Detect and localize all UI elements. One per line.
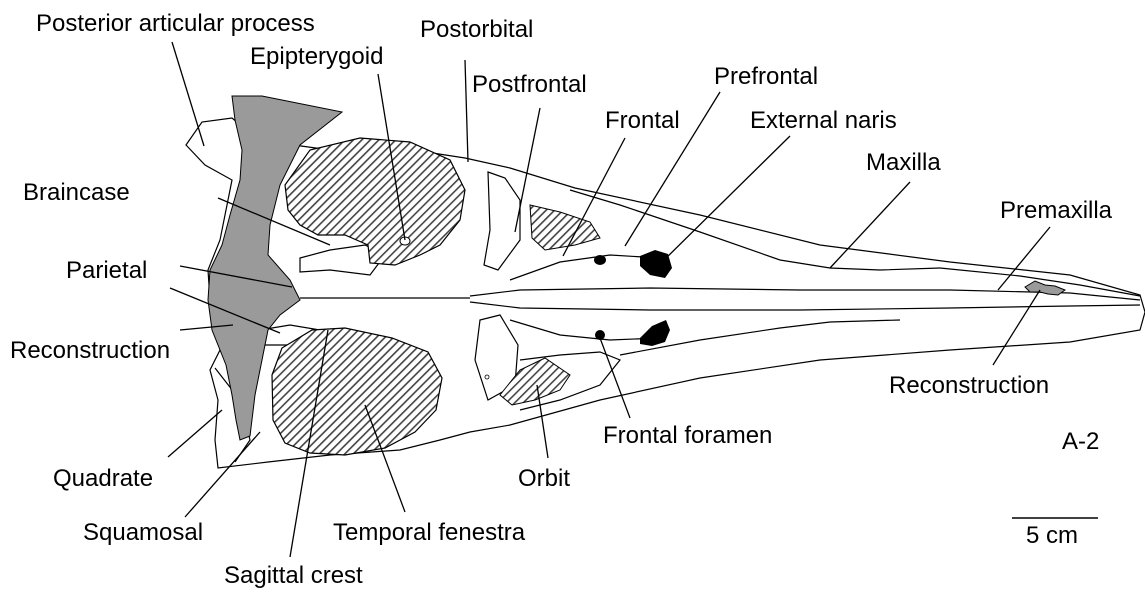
label-maxilla: Maxilla	[866, 149, 941, 176]
label-posterior-articular-process: Posterior articular process	[36, 10, 315, 37]
label-epipterygoid: Epipterygoid	[250, 43, 383, 70]
leader-posterior-articular	[172, 42, 204, 146]
leader-squamosal	[185, 432, 260, 517]
label-external-naris: External naris	[750, 107, 897, 134]
external-naris-upper	[640, 250, 672, 278]
label-orbit: Orbit	[518, 465, 570, 492]
reconstruction-premaxilla-fragment	[1025, 281, 1065, 295]
leader-quadrate	[168, 410, 222, 457]
label-frontal-foramen: Frontal foramen	[603, 422, 772, 449]
label-reconstruction-left: Reconstruction	[10, 337, 170, 364]
labels: Posterior articular process Postorbital …	[10, 10, 1113, 589]
panel-id: A-2	[1062, 428, 1099, 455]
label-frontal: Frontal	[605, 107, 680, 134]
label-parietal: Parietal	[66, 257, 147, 284]
orbit-hatch-lower	[500, 358, 570, 405]
label-braincase: Braincase	[23, 179, 130, 206]
external-naris-lower	[640, 320, 670, 346]
label-premaxilla: Premaxilla	[1000, 197, 1113, 224]
label-postfrontal: Postfrontal	[472, 71, 587, 98]
scale-bar-label: 5 cm	[1026, 522, 1078, 549]
leader-reconstruction-right	[993, 290, 1040, 365]
label-reconstruction-right: Reconstruction	[889, 372, 1049, 399]
leader-premaxilla	[998, 227, 1050, 290]
temporal-fenestra-upper	[285, 138, 465, 265]
label-sagittal-crest: Sagittal crest	[224, 562, 363, 589]
label-quadrate: Quadrate	[53, 465, 153, 492]
orbit-hatch-upper	[530, 205, 600, 250]
leader-external-naris	[660, 136, 790, 264]
small-foramen-lower	[485, 375, 489, 379]
leader-postorbital	[465, 60, 468, 162]
label-postorbital: Postorbital	[420, 16, 533, 43]
frontal-foramen-upper	[594, 255, 606, 265]
leader-frontal-foramen	[600, 338, 630, 418]
label-prefrontal: Prefrontal	[714, 63, 818, 90]
label-squamosal: Squamosal	[83, 519, 203, 546]
temporal-fenestra-lower	[272, 328, 442, 455]
temporal-fenestrae	[272, 138, 600, 455]
label-temporal-fenestra: Temporal fenestra	[333, 519, 526, 546]
